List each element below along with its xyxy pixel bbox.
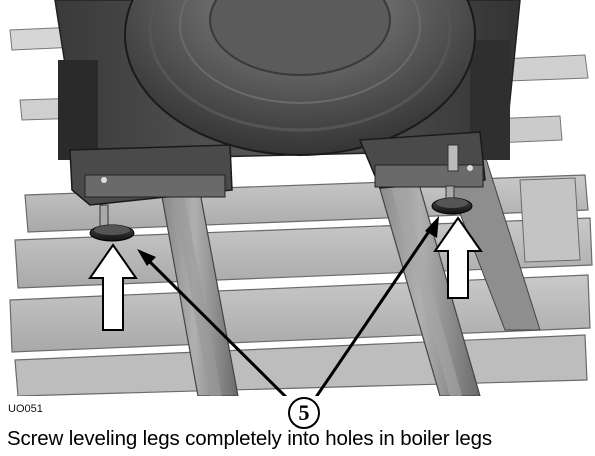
up-arrow-right-icon <box>433 216 483 299</box>
boiler-body <box>54 0 521 161</box>
figure-code: UO051 <box>8 403 43 415</box>
leveling-foot-right <box>431 185 473 215</box>
boiler-leg-left <box>69 144 233 206</box>
figure-caption: Screw leveling legs completely into hole… <box>7 427 492 450</box>
up-arrow-left-icon <box>88 243 138 331</box>
callout-circle-icon <box>288 397 320 429</box>
boiler-leg-right <box>358 131 486 189</box>
callout-number: 5 <box>298 400 310 425</box>
callout-leader-lines <box>137 216 439 405</box>
leveling-foot-left <box>89 204 135 242</box>
